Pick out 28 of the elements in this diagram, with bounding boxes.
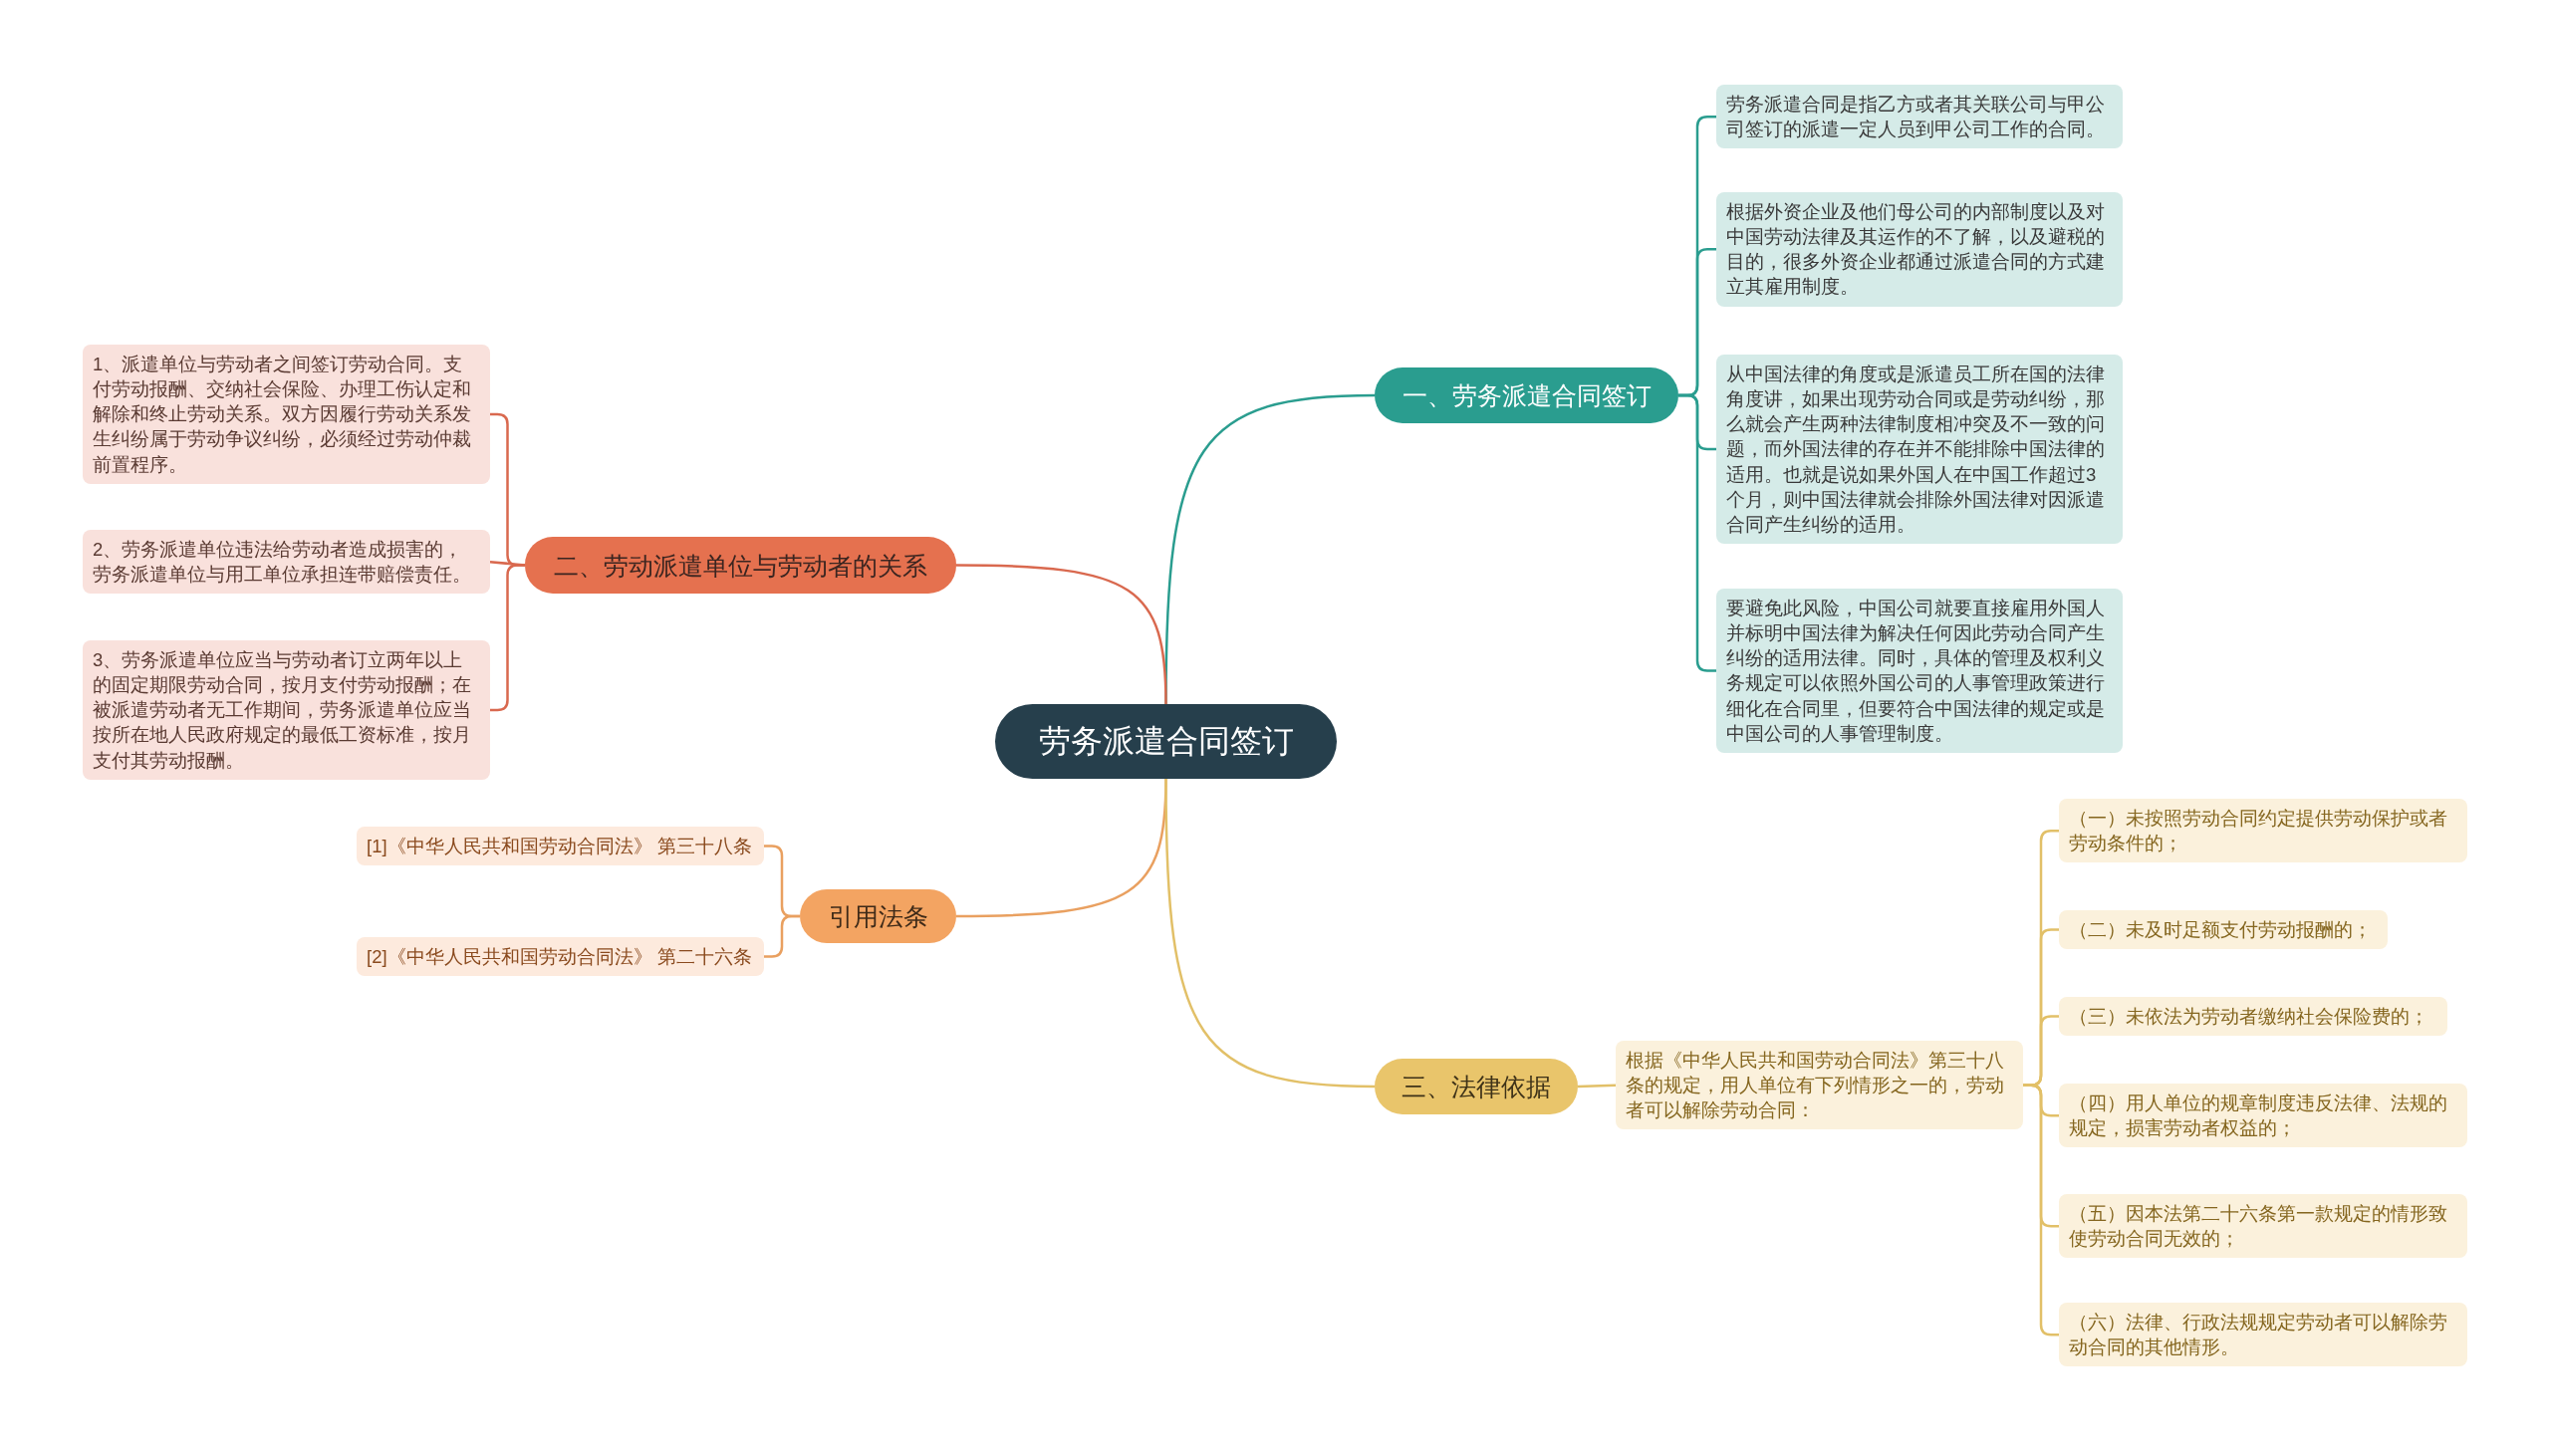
connector-line <box>1678 393 1716 672</box>
note-card: 根据外资企业及他们母公司的内部制度以及对中国劳动法律及其运作的不了解，以及避税的目的，很多外资企业都通过派遣合同的方式建立其雇用制度。 <box>1716 192 2123 307</box>
branch-topic: 二、劳动派遣单位与劳动者的关系 <box>525 537 956 594</box>
note-card: 1、派遣单位与劳动者之间签订劳动合同。支付劳动报酬、交纳社会保险、办理工伤认定和解除和终止劳动关系。双方因履行劳动关系发生纠纷属于劳动争议纠纷，必须经过劳动仲裁前置程序。 <box>83 345 490 484</box>
note-card: （一）未按照劳动合同约定提供劳动保护或者劳动条件的； <box>2059 799 2467 863</box>
connector-line <box>764 914 800 958</box>
note-card: （四）用人单位的规章制度违反法律、法规的规定，损害劳动者权益的； <box>2059 1084 2467 1148</box>
note-card: （五）因本法第二十六条第一款规定的情形致使劳动合同无效的； <box>2059 1194 2467 1259</box>
connector-line <box>1164 779 1376 1089</box>
connector-line <box>490 564 525 712</box>
branch-topic: 引用法条 <box>800 889 956 943</box>
note-card: 劳务派遣合同是指乙方或者其关联公司与甲公司签订的派遣一定人员到甲公司工作的合同。 <box>1716 85 2123 149</box>
note-card: （三）未依法为劳动者缴纳社会保险费的； <box>2059 997 2447 1037</box>
connector-line <box>2023 1084 2059 1336</box>
note-card: 2、劳务派遣单位违法给劳动者造成损害的，劳务派遣单位与用工单位承担连带赔偿责任。 <box>83 530 490 595</box>
central-topic: 劳务派遣合同签订 <box>995 704 1337 779</box>
branch-topic: 一、劳务派遣合同签订 <box>1375 367 1678 423</box>
note-card: 要避免此风险，中国公司就要直接雇用外国人并标明中国法律为解决任何因此劳动合同产生纠纷的适用法律。同时，具体的管理及权利义务规定可以依照外国公司的人事管理政策进行细化在合同里，但要符合中国法律的规定或是中国公司的人事管理制度。 <box>1716 589 2123 753</box>
note-card: 3、劳务派遣单位应当与劳动者订立两年以上的固定期限劳动合同，按月支付劳动报酬；在被派遣劳动者无工作期间，劳务派遣单位应当按所在地人民政府规定的最低工资标准，按月支付其劳动报酬。 <box>83 640 490 780</box>
branch-topic: 三、法律依据 <box>1375 1059 1578 1114</box>
connector-line <box>956 564 1167 705</box>
note-card: （六）法律、行政法规规定劳动者可以解除劳动合同的其他情形。 <box>2059 1303 2467 1367</box>
note-card: 从中国法律的角度或是派遣员工所在国的法律角度讲，如果出现劳动合同或是劳动纠纷，那么就会产生两种法律制度相冲突及不一致的问题，而外国法律的存在并不能排除中国法律的适用。也就是说如果外国人在中国工作超过3个月，则中国法律就会排除外国法律对因派遣合同产生纠纷的适用。 <box>1716 355 2123 545</box>
note-card: [1]《中华人民共和国劳动合同法》 第三十八条 <box>357 827 764 866</box>
note-card: 根据《中华人民共和国劳动合同法》第三十八条的规定，用人单位有下列情形之一的，劳动者可以解除劳动合同： <box>1616 1041 2023 1130</box>
note-card: （二）未及时足额支付劳动报酬的； <box>2059 910 2388 950</box>
connector-line <box>1577 1084 1617 1089</box>
note-card: [2]《中华人民共和国劳动合同法》 第二十六条 <box>357 937 764 977</box>
